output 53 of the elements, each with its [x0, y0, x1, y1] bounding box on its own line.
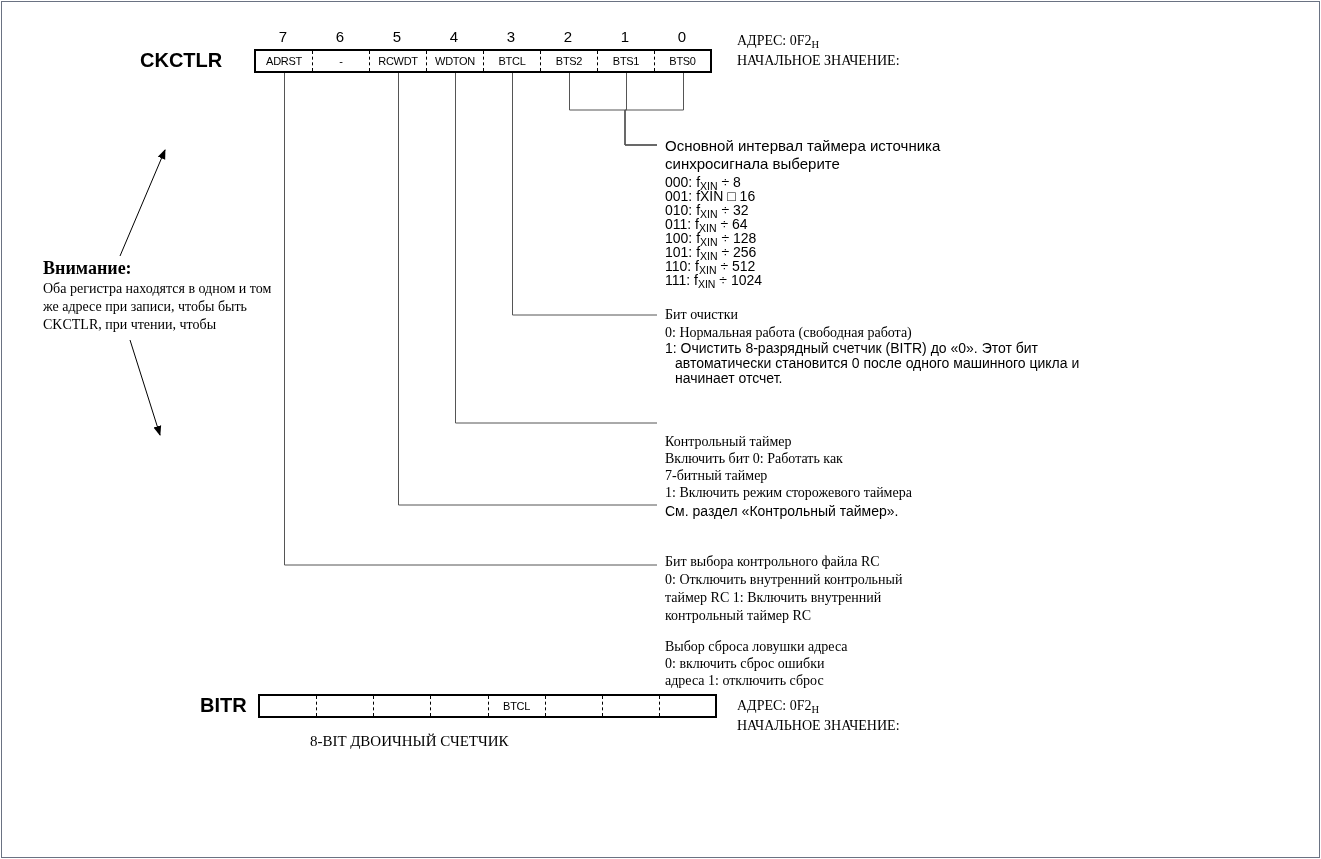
bit-field: BTS1: [598, 51, 655, 71]
bit-field: BTCL: [488, 696, 546, 716]
leader-line: [284, 70, 658, 566]
bit-field: BTCL: [484, 51, 541, 71]
option-text: 000: f$_{XIN}$ ÷ 8: [665, 175, 741, 189]
option-text: 110: f$_{XIN}$ ÷ 512: [665, 259, 756, 273]
note-text: Оба регистра находятся в одном и том же адресе при записи, чтобы быть CKCTLR, при чтении, чтобы: [43, 280, 273, 334]
option-text: 101: f$_{XIN}$ ÷ 256: [665, 245, 758, 259]
arrow: [119, 149, 166, 257]
option-text: См. раздел «Контрольный таймер».: [665, 502, 900, 520]
option-text: Включить бит 0: Работать как 7-битный таймер: [665, 450, 844, 484]
option-text: 010: f$_{XIN}$ ÷ 32: [665, 203, 750, 217]
bit-number: 7: [277, 27, 289, 47]
bit-number: 4: [448, 27, 460, 47]
option-text: 100: f$_{XIN}$ ÷ 128: [665, 231, 758, 245]
bit-field: -: [313, 51, 370, 71]
register-name: CKCTLR: [140, 48, 223, 73]
leader-line: [624, 70, 684, 146]
bit-number: 6: [334, 27, 346, 47]
address-text: АДРЕС: 0F2$_{H}$: [737, 697, 821, 716]
register-caption: 8-BIT ДВОИЧНЫЙ СЧЕТЧИК: [310, 732, 509, 751]
option-text: 0: включить сброс ошибки адреса 1: отключить сброс: [665, 655, 826, 689]
initial-value-text: НАЧАЛЬНОЕ ЗНАЧЕНИЕ:: [737, 52, 901, 70]
description-heading: Контрольный таймер: [665, 433, 793, 450]
option-text: 1: Очистить 8-разрядный счетчик (BITR) до «0». Этот бит автоматически становится 0 после одного машинного цикла и начинает отсчет.: [665, 341, 1081, 386]
description-heading: Выбор сброса ловушки адреса: [665, 638, 849, 655]
bit-number: 1: [619, 27, 631, 47]
description-heading: Бит очистки: [665, 306, 739, 324]
option-text: 0: Отключить внутренний контрольный таймер RC 1: Включить внутренний контрольный таймер RC: [665, 571, 904, 625]
bit-field: ADRST: [256, 51, 313, 71]
leader-line: [455, 70, 658, 424]
initial-value-text: НАЧАЛЬНОЕ ЗНАЧЕНИЕ:: [737, 717, 901, 735]
leader-line: [398, 70, 658, 506]
option-text: 111: f$_{XIN}$ ÷ 1024: [665, 273, 764, 287]
bit-field: WDTON: [427, 51, 484, 71]
bit-number: 3: [505, 27, 517, 47]
bit-field: BTS0: [655, 51, 712, 71]
description-heading: Основной интервал таймера источника синхросигнала выберите: [665, 137, 942, 173]
option-text: 001: fXIN □ 16: [665, 189, 757, 203]
bit-field: BTS2: [541, 51, 598, 71]
bit-field: RCWDT: [370, 51, 427, 71]
bit-number: 0: [676, 27, 688, 47]
address-text: АДРЕС: 0F2$_{H}$: [737, 32, 821, 51]
note-heading: Внимание:: [43, 257, 133, 280]
option-text: 1: Включить режим сторожевого таймера: [665, 484, 913, 502]
bit-number: 2: [562, 27, 574, 47]
register-name: BITR: [200, 693, 247, 718]
arrow: [129, 339, 162, 436]
option-text: 011: f$_{XIN}$ ÷ 64: [665, 217, 748, 231]
description-heading: Бит выбора контрольного файла RC: [665, 553, 881, 571]
option-text: 0: Нормальная работа (свободная работа): [665, 324, 913, 341]
leader-line: [512, 70, 658, 316]
bit-number: 5: [391, 27, 403, 47]
